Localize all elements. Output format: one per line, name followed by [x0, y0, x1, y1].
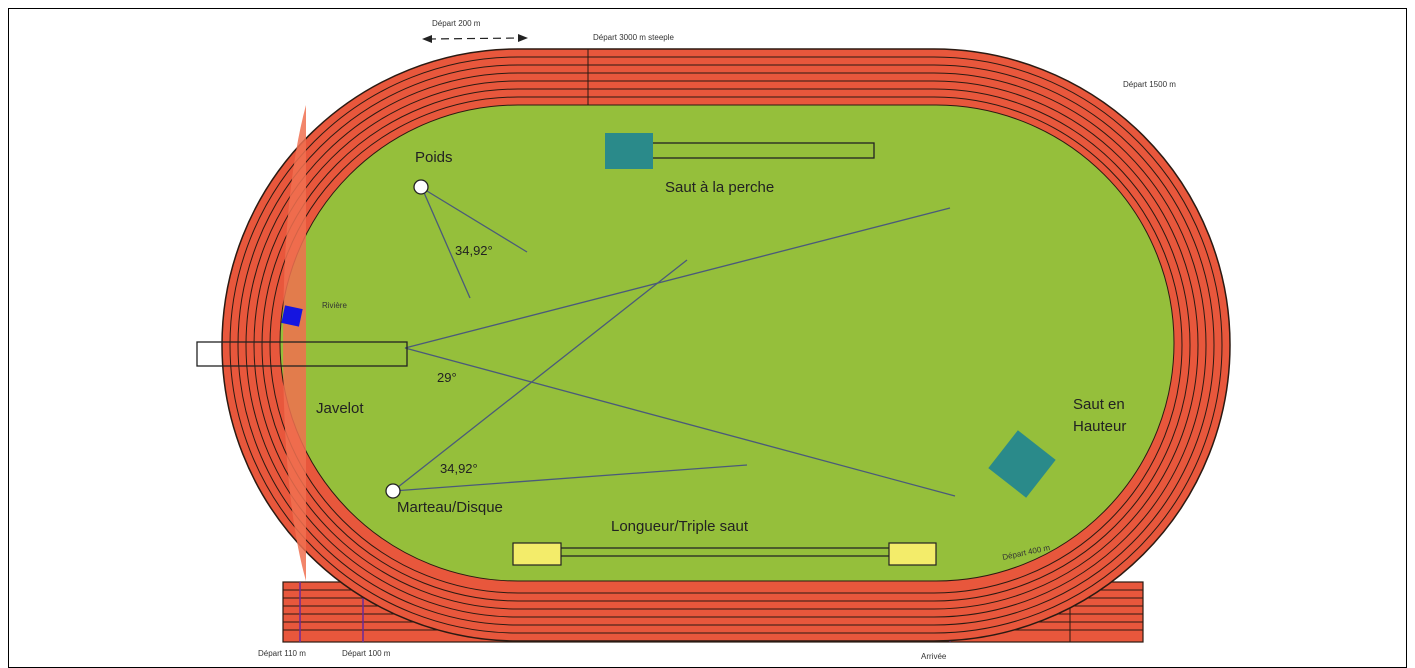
shot-put-circle	[413, 179, 429, 195]
water-jump-zone	[283, 105, 306, 581]
hammer-discus-circle	[385, 483, 401, 499]
depart-100-label: Départ 100 m	[342, 649, 391, 658]
finish-label: Arrivée	[921, 652, 947, 661]
high-jump-label-line2: Hauteur	[1073, 418, 1126, 435]
water-pit	[281, 305, 303, 327]
pole-vault-area	[605, 133, 875, 169]
long-jump-label: Longueur/Triple saut	[611, 518, 749, 535]
javelin-runway	[196, 341, 408, 367]
shot-put-angle-label: 34,92°	[455, 243, 493, 258]
high-jump-pit	[988, 430, 1056, 498]
javelin-angle-label: 29°	[437, 370, 457, 385]
depart-3000-label: Départ 3000 m steeple	[593, 33, 674, 42]
throwing-sectors	[392, 187, 956, 497]
hammer-discus-label: Marteau/Disque	[397, 499, 503, 516]
pole-vault-label: Saut à la perche	[665, 179, 774, 196]
depart-110-label: Départ 110 m	[258, 649, 306, 658]
infield	[279, 104, 1175, 582]
high-jump-label-line1: Saut en	[1073, 396, 1125, 413]
depart-200-arrow	[422, 34, 528, 43]
depart-200-label: Départ 200 m	[432, 19, 481, 28]
long-jump-area	[512, 542, 937, 566]
shot-put-label: Poids	[415, 149, 453, 166]
javelin-label: Javelot	[316, 400, 364, 417]
water-pit-label: Rivière	[322, 301, 347, 310]
depart-1500-label: Départ 1500 m	[1123, 80, 1176, 89]
hammer-angle-label: 34,92°	[440, 461, 478, 476]
